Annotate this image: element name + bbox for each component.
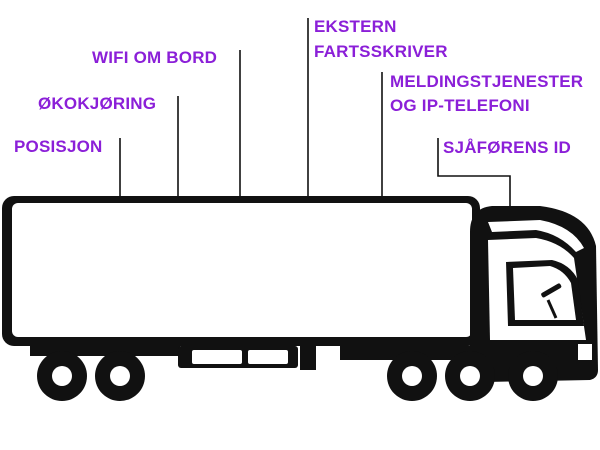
cab-roof-panel bbox=[488, 220, 584, 252]
trailer-chassis bbox=[30, 346, 180, 356]
wheel-trailer-1 bbox=[37, 351, 87, 401]
leader-lines bbox=[119, 18, 511, 208]
wheel-drive-1 bbox=[387, 351, 437, 401]
wheels bbox=[37, 351, 558, 401]
label-wifi: WIFI OM BORD bbox=[92, 48, 217, 67]
label-melding-line1: MELDINGSTJENESTER bbox=[390, 72, 583, 91]
cab-mirror bbox=[541, 283, 562, 298]
label-ekstern-line2: FARTSSKRIVER bbox=[314, 42, 448, 61]
label-ekstern-line1: EKSTERN bbox=[314, 17, 397, 36]
label-melding-line2: OG IP-TELEFONI bbox=[390, 96, 530, 115]
label-posisjon: POSISJON bbox=[14, 137, 103, 156]
cab-steering bbox=[546, 299, 558, 319]
truck-icon bbox=[2, 196, 598, 382]
trailer-leg bbox=[300, 346, 316, 370]
fuel-tank-left bbox=[192, 350, 242, 364]
callout-labels: POSISJON ØKOKJØRING WIFI OM BORD EKSTERN… bbox=[14, 17, 583, 157]
wheel-drive-2 bbox=[445, 351, 495, 401]
leader-sjaforens bbox=[437, 138, 511, 208]
trailer-panel bbox=[12, 203, 472, 337]
wheel-front bbox=[508, 351, 558, 401]
fuel-tank-right bbox=[248, 350, 288, 364]
label-okokjoring: ØKOKJØRING bbox=[38, 94, 156, 113]
cab-step bbox=[490, 340, 586, 354]
cab-grille bbox=[578, 344, 592, 360]
wheel-trailer-2 bbox=[95, 351, 145, 401]
label-sjaforens: SJÅFØRENS ID bbox=[443, 138, 571, 157]
